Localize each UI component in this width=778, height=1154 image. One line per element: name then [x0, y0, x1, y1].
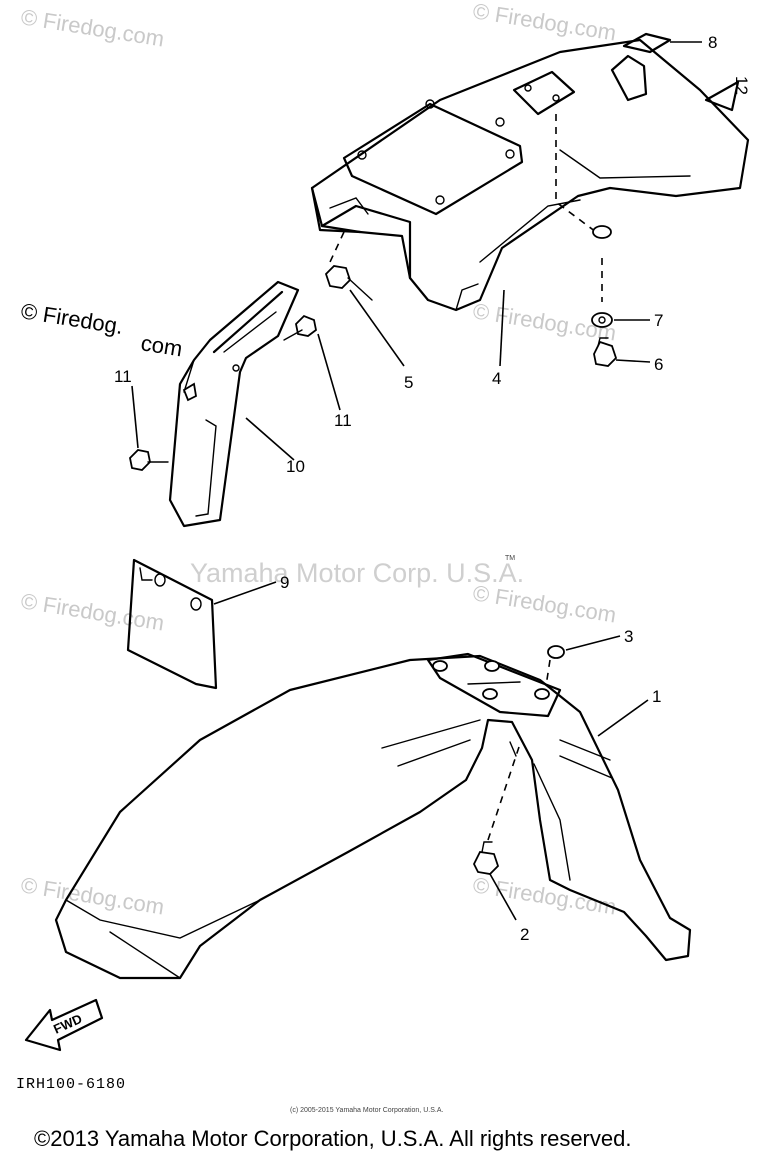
callout-10: 10 [286, 457, 305, 476]
callout-line-4 [499, 289, 505, 367]
callout-2: 2 [520, 925, 529, 944]
callout-11-upper: 11 [334, 411, 352, 430]
watermark-layer: © Firedog.com © Firedog.com © Firedog.co… [19, 0, 618, 920]
callout-5: 5 [404, 373, 413, 392]
bolt-part-6 [593, 337, 651, 367]
watermark-yamaha-center: Yamaha Motor Corp. U.S.A. [190, 558, 524, 588]
footer-copyright: ©2013 Yamaha Motor Corporation, U.S.A. A… [34, 1126, 631, 1151]
callout-numbers: 1 2 3 4 5 6 7 8 9 10 11 11 11 12 [114, 33, 751, 944]
watermark-firedog: © Firedog.com [19, 4, 166, 51]
bolt-part-11-lower [129, 385, 169, 471]
nut-part-7 [591, 225, 650, 328]
rear-fender-part-4 [310, 38, 750, 312]
callout-3: 3 [624, 627, 633, 646]
watermark-tm: TM [505, 555, 515, 562]
callout-12: 12 [732, 76, 751, 95]
callout-11-left: 11 [114, 367, 132, 386]
bracket-part-10 [168, 280, 300, 528]
callout-6: 6 [654, 355, 663, 374]
diagram-code: IRH100-6180 [16, 1076, 126, 1093]
watermark-firedog: © Firedog.com [19, 872, 166, 919]
watermark-firedog-dark-suffix: com [139, 330, 184, 361]
small-copyright: (c) 2005-2015 Yamaha Motor Corporation, … [290, 1107, 443, 1114]
plate-part-9 [126, 558, 277, 690]
callout-9: 9 [280, 573, 289, 592]
callout-8: 8 [708, 33, 717, 52]
watermark-firedog-dark: © Firedog. [19, 298, 125, 339]
watermark-firedog: © Firedog.com [471, 0, 618, 46]
bolt-part-11 [283, 314, 341, 411]
reflector-part-8 [622, 32, 702, 54]
fwd-arrow-icon: FWD [24, 998, 104, 1052]
decal-part-12 [704, 80, 740, 112]
front-fender-part-1 [54, 652, 692, 980]
bolt-part-2 [472, 743, 521, 921]
callout-7: 7 [654, 311, 663, 330]
callout-4: 4 [492, 369, 501, 388]
watermark-firedog: © Firedog.com [19, 588, 166, 635]
fwd-label: FWD [51, 1011, 84, 1037]
nut-part-3 [545, 635, 621, 687]
bolt-part-5 [324, 265, 405, 367]
callout-1: 1 [652, 687, 661, 706]
